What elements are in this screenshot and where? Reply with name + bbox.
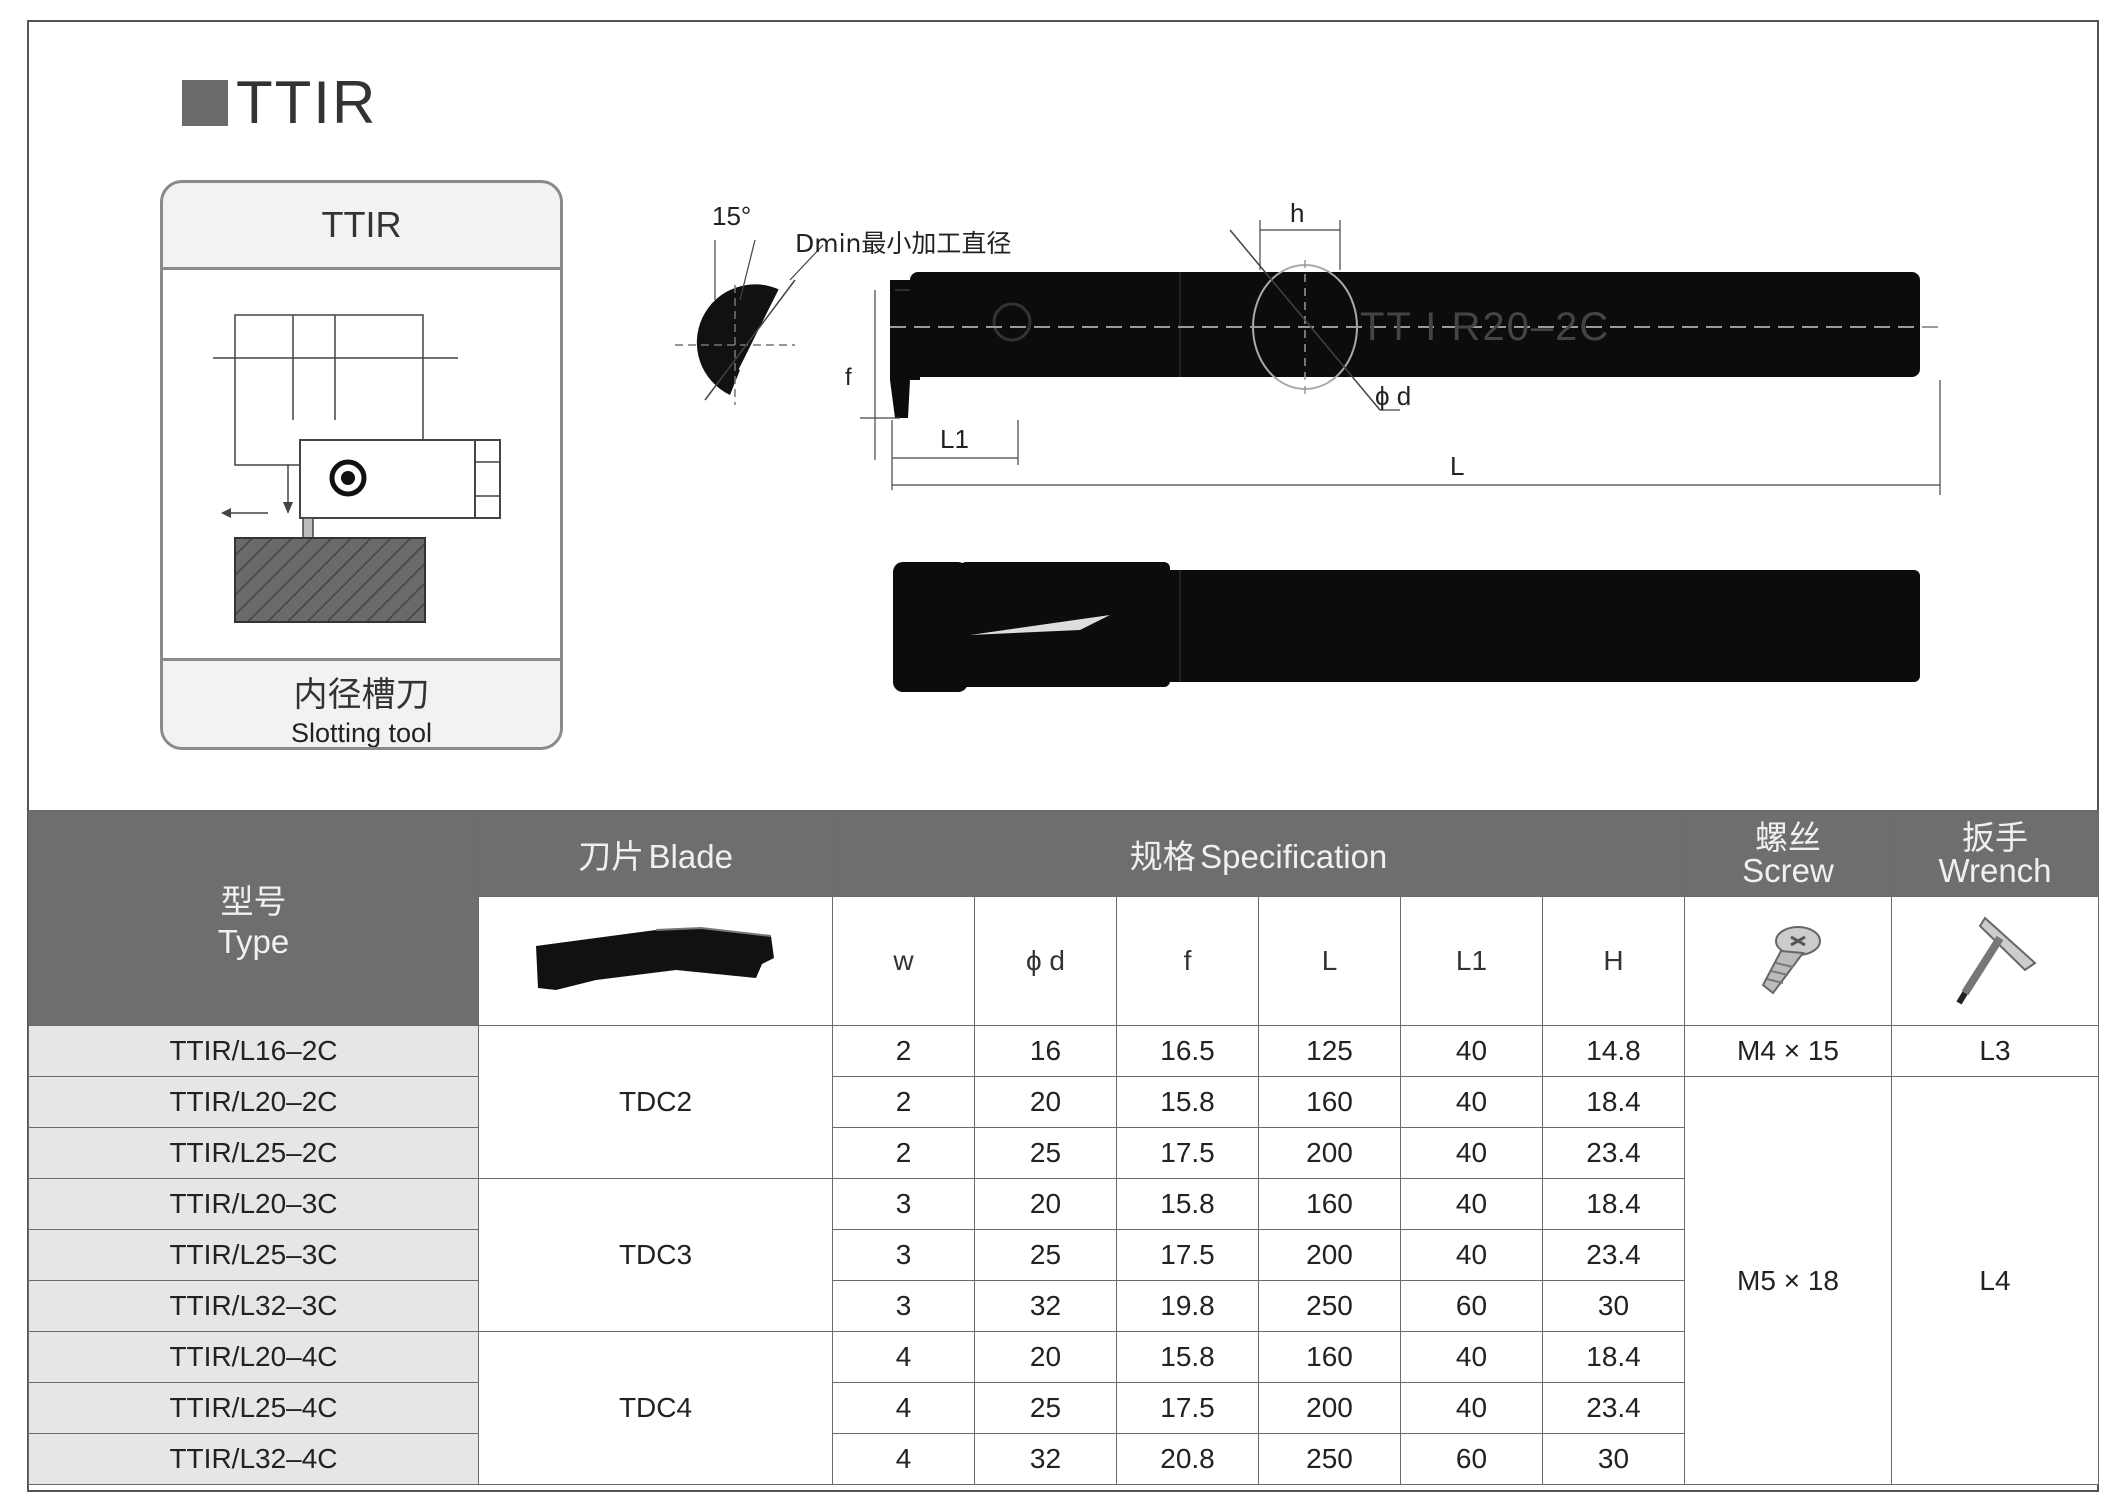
screw-cell: M4 × 15 [1684, 1025, 1892, 1077]
blade-cell: TDC4 [478, 1331, 833, 1485]
wrench-cell: L4 [1891, 1076, 2099, 1485]
f-label: f [845, 364, 852, 391]
blade-cell: TDC2 [478, 1025, 833, 1179]
l-label: L [1450, 451, 1464, 481]
card-footer: 内径槽刀 Slotting tool [163, 658, 560, 747]
header-wrench: 扳手 Wrench [1891, 810, 2099, 897]
header-spec: 规格 Specification [832, 810, 1685, 897]
engraving-text: TT I R20–2C [1360, 305, 1610, 349]
page-frame [27, 20, 2099, 1492]
technical-drawing: 15° Dmin最小加工直径 TT I R20–2C h ϕ d f L1 L [675, 198, 1941, 692]
angle-label: 15° [712, 201, 751, 231]
h-label: h [1290, 198, 1304, 228]
col-h: H [1542, 896, 1685, 1026]
blade-cell: TDC3 [478, 1178, 833, 1332]
col-f: f [1116, 896, 1259, 1026]
footer-cn-label: 内径槽刀 [293, 675, 430, 715]
footer-en-label: Slotting tool [290, 718, 433, 748]
wrench-icon [1956, 915, 2037, 1005]
page-title: TTIR [182, 68, 377, 137]
title-text: TTIR [236, 69, 378, 136]
l1-label: L1 [940, 424, 969, 454]
phi-d-label: ϕ d [1375, 381, 1411, 411]
screw-icon [1761, 925, 1821, 994]
header-blade: 刀片 Blade [478, 810, 833, 897]
col-l1: L1 [1400, 896, 1543, 1026]
screw-cell: M5 × 18 [1684, 1076, 1892, 1485]
end-view-icon [675, 239, 824, 405]
header-type: 型号 Type [28, 810, 479, 1026]
tool-card: TTIR 内径槽刀 [160, 180, 563, 750]
col-l: L [1258, 896, 1401, 1026]
card-illustration [163, 270, 560, 660]
screw-image-cell [1684, 896, 1892, 1026]
card-header: TTIR [163, 183, 560, 270]
blade-insert-icon [535, 926, 774, 990]
blade-image-cell [478, 896, 833, 1026]
spec-table: 型号 Type 刀片 Blade 规格 Specification 螺丝 Scr… [28, 810, 2099, 1485]
col-w: w [832, 896, 975, 1026]
dmin-label: Dmin最小加工直径 [795, 229, 1011, 258]
title-square-icon [182, 79, 228, 126]
wrench-image-cell [1891, 896, 2099, 1026]
col-phi-d: ϕ d [974, 896, 1117, 1026]
header-screw: 螺丝 Screw [1684, 810, 1892, 897]
tool-bar-top-view-icon [893, 562, 1920, 692]
wrench-cell: L3 [1891, 1025, 2099, 1077]
slotting-schematic-icon [213, 314, 501, 623]
